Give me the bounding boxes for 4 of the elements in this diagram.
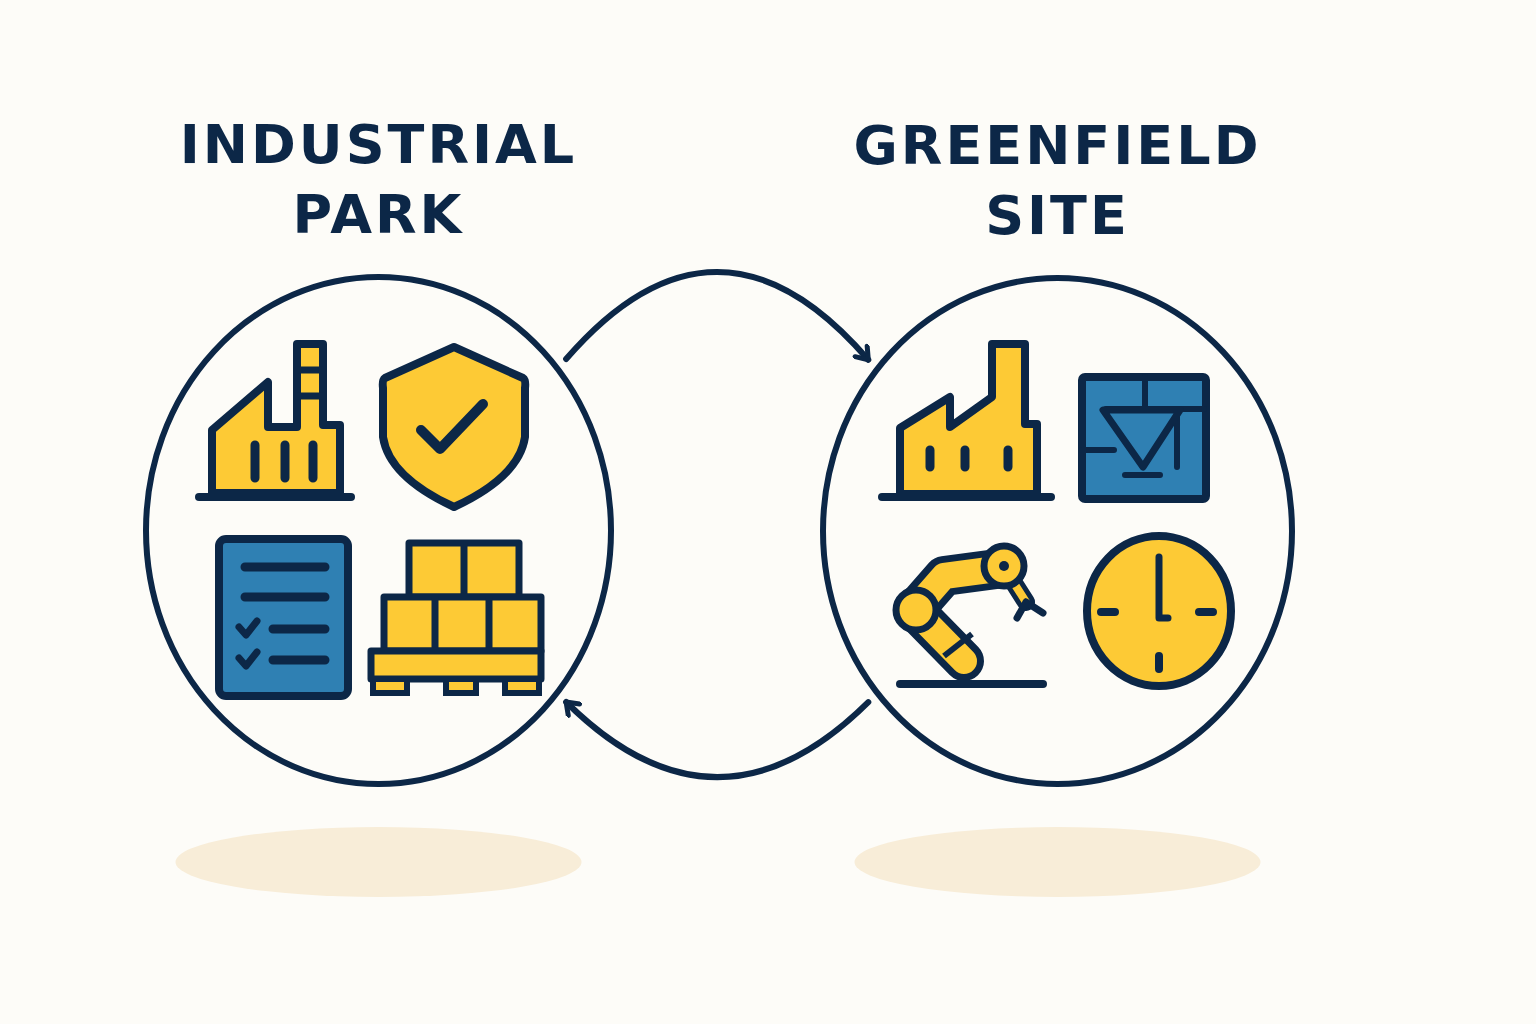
curved-arrow xyxy=(563,268,872,363)
node-heading: GREENFIELD SITE xyxy=(852,113,1263,249)
node-heading: INDUSTRIAL PARK xyxy=(178,112,579,248)
curved-arrow xyxy=(563,699,872,781)
